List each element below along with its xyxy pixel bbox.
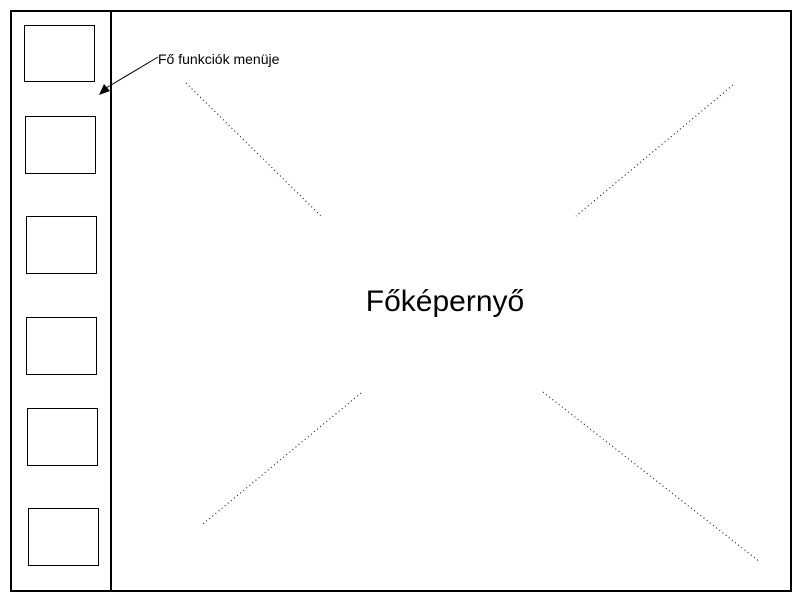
menu-item-4[interactable] — [26, 317, 97, 375]
menu-item-5[interactable] — [27, 408, 98, 466]
menu-item-2[interactable] — [25, 116, 96, 174]
screen-frame — [10, 10, 792, 592]
menu-annotation-label: Fő funkciók menüje — [158, 51, 280, 67]
menu-item-3[interactable] — [26, 216, 97, 274]
sidebar-divider — [110, 11, 112, 590]
menu-item-6[interactable] — [28, 508, 99, 566]
menu-item-1[interactable] — [24, 25, 95, 82]
main-screen-title: Főképernyő — [365, 285, 525, 318]
